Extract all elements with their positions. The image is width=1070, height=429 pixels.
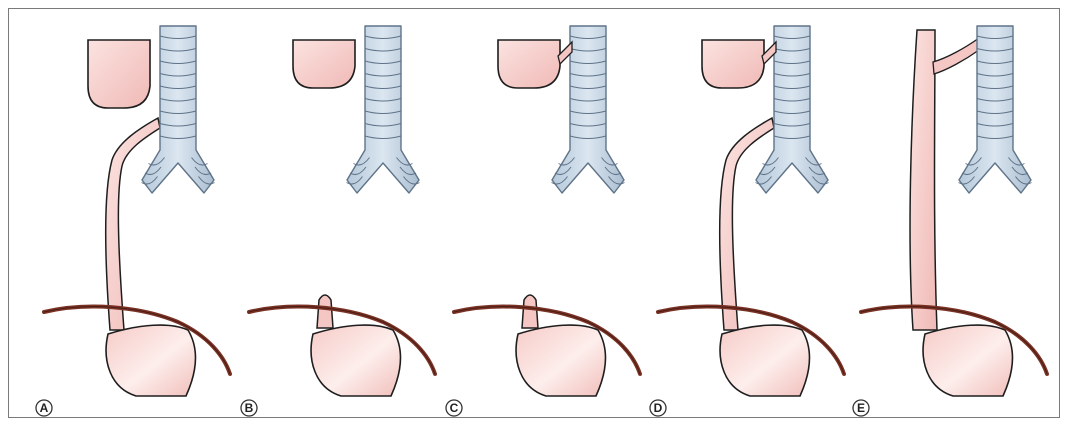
- panel-label-text: B: [245, 401, 254, 415]
- lower-esophageal-stub: [317, 295, 333, 328]
- upper-esophageal-pouch: [498, 40, 560, 88]
- upper-esophageal-pouch: [88, 40, 150, 108]
- panel-label: B: [241, 400, 257, 416]
- stomach: [720, 325, 809, 396]
- distal-esophagus-fistula: [720, 118, 774, 330]
- panel-a: A: [36, 26, 230, 416]
- h-type-fistula: [933, 38, 979, 74]
- panel-label-text: E: [857, 401, 865, 415]
- trachea: [347, 26, 420, 193]
- stomach: [923, 325, 1012, 396]
- panel-label-text: C: [450, 401, 459, 415]
- stomach: [106, 325, 195, 396]
- stomach: [516, 325, 605, 396]
- stomach: [311, 325, 400, 396]
- panel-d: D: [650, 26, 844, 416]
- continuous-esophagus: [910, 30, 937, 330]
- panel-label: A: [36, 400, 52, 416]
- panel-c: C: [446, 26, 640, 416]
- upper-esophageal-pouch: [702, 40, 764, 88]
- panel-label-text: A: [40, 401, 49, 415]
- upper-esophageal-pouch: [293, 40, 355, 88]
- panel-e: E: [853, 26, 1047, 416]
- panel-label: C: [446, 400, 462, 416]
- panel-label-text: D: [654, 401, 663, 415]
- trachea: [142, 26, 215, 193]
- distal-esophagus-fistula: [106, 118, 160, 330]
- lower-esophageal-stub: [522, 295, 538, 328]
- panel-label: D: [650, 400, 666, 416]
- panel-b: B: [241, 26, 435, 416]
- panel-label: E: [853, 400, 869, 416]
